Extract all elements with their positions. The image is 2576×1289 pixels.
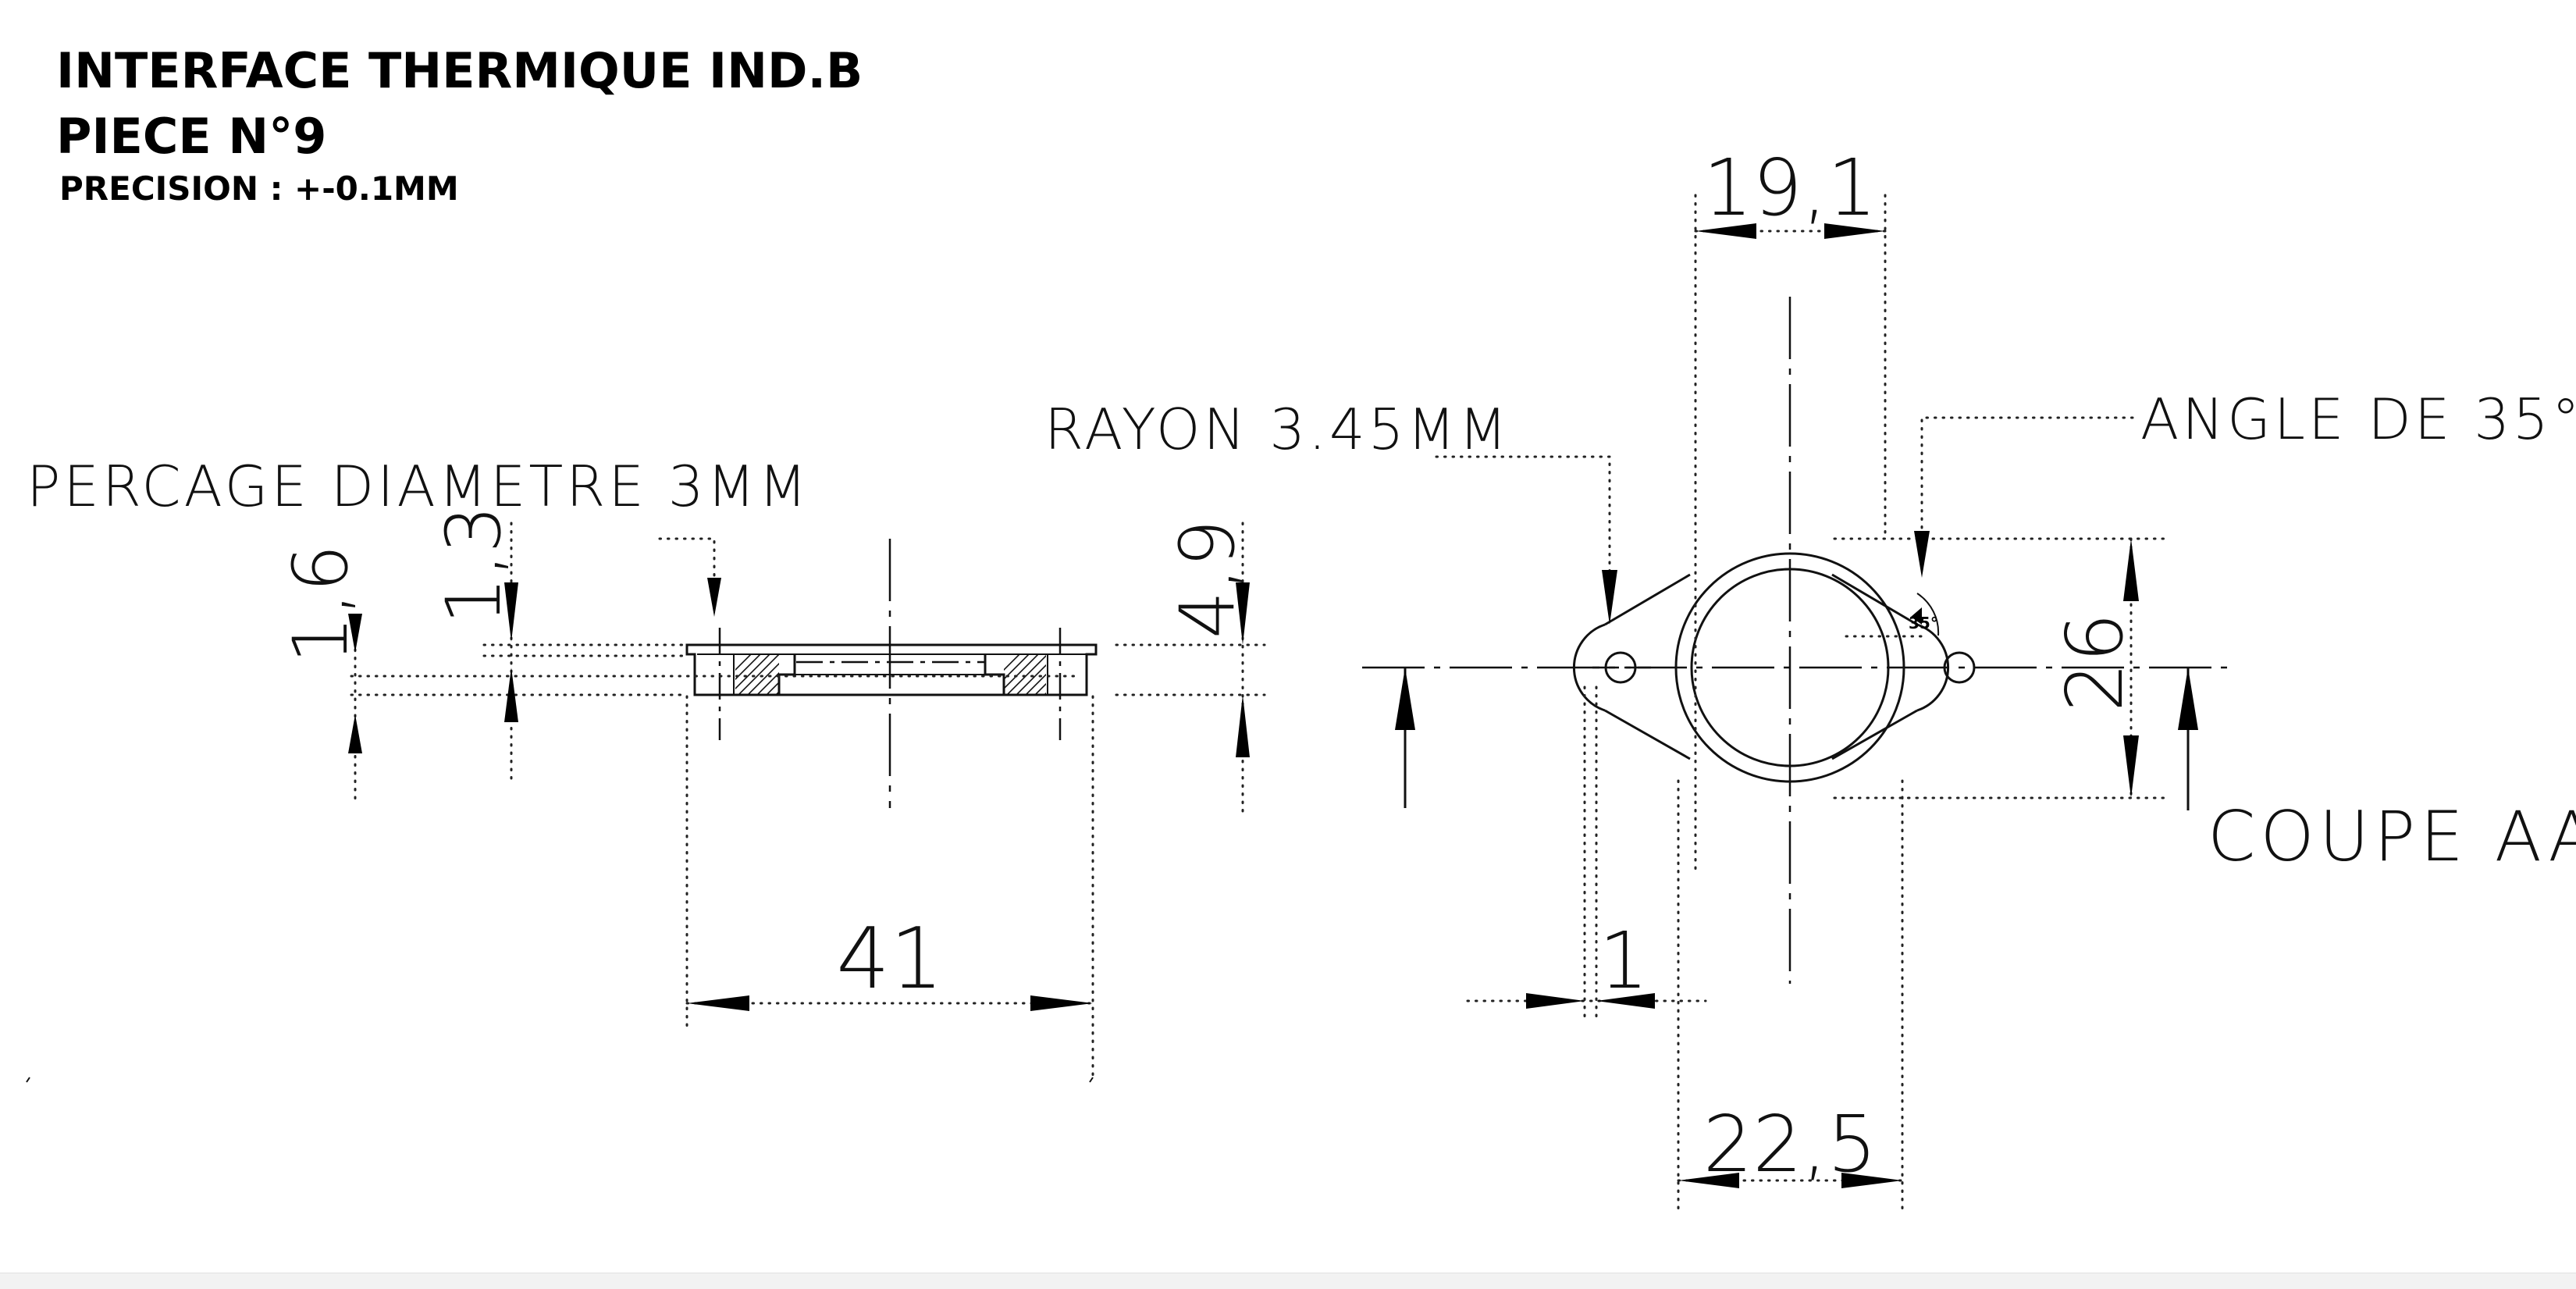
radius-note: RAYON 3.45MM: [1044, 397, 1510, 462]
ext-line-4: [1115, 643, 1266, 696]
arrow-4-9-top: [1236, 582, 1250, 645]
angle-mark-label: 35°: [1909, 614, 1938, 632]
arrow-22-5-right: [1841, 1173, 1902, 1188]
arrow-26-top: [2123, 539, 2139, 601]
arrow-1-6-top: [348, 614, 362, 653]
arrow-1-3-top: [504, 582, 518, 642]
section-outline: [685, 643, 1098, 696]
drilling-note: PERCAGE DIAMETRE 3MM: [27, 454, 810, 519]
leader-drilling: [658, 537, 716, 579]
ext-26: [1833, 537, 2172, 799]
ext-19-1: [1694, 194, 1887, 876]
ext-22-5: [1677, 779, 1904, 1216]
precision-note: PRECISION : +-0.1MM: [59, 169, 459, 208]
angle-arrow-small: [1911, 607, 1922, 625]
arrow-19-1-right: [1824, 223, 1885, 239]
dim-19-1: 19,1: [1703, 142, 1877, 233]
arrow-1-right: [1596, 993, 1655, 1009]
arrow-1-left: [1526, 993, 1585, 1009]
plan-view: COUPE AA 19,1 22,5 26 1 RAYON 3.45MM ANG: [1044, 142, 2576, 1216]
dim-1-6: 1,6: [277, 544, 365, 664]
leader-radius: [1435, 455, 1611, 579]
section-view: 1,6 1,3 4,9 41 PERCAGE DIAMETRE 3MM: [26, 454, 1266, 1083]
arrow-angle: [1914, 531, 1930, 578]
arrow-1-3-bottom: [504, 668, 518, 722]
tick-mark-right: [1089, 1077, 1094, 1083]
ext-1: [1583, 685, 1598, 1024]
arrow-41-left: [687, 995, 749, 1011]
dim-1: 1: [1599, 915, 1649, 1006]
angle-arc: [1916, 593, 1940, 636]
arrow-drilling: [707, 578, 721, 617]
ext-line-2: [482, 643, 688, 657]
tick-mark-left: [26, 1077, 30, 1083]
section-bore: [777, 654, 1005, 695]
section-arrow-right: [2178, 668, 2198, 730]
arrow-1-6-bottom: [348, 714, 362, 753]
hatch-left: [735, 654, 779, 695]
ext-line-5: [685, 695, 1094, 1083]
dim-4-9: 4,9: [1164, 519, 1251, 639]
angle-note: ANGLE DE 35°: [2140, 386, 2576, 452]
dim-26: 26: [2049, 613, 2140, 712]
arrow-radius: [1602, 570, 1617, 625]
part-number: PIECE N°9: [56, 108, 326, 165]
arrow-4-9-bottom: [1236, 695, 1250, 757]
dim-41: 41: [836, 910, 943, 1008]
title-block: INTERFACE THERMIQUE IND.B PIECE N°9 PREC…: [56, 42, 863, 208]
flange-outline: [1604, 573, 1918, 760]
arrow-19-1-left: [1695, 223, 1756, 239]
bottom-bar: [0, 1273, 2576, 1289]
section-label: COUPE AA: [2208, 796, 2576, 877]
leader-angle: [1920, 416, 2134, 532]
dim-1-3: 1,3: [430, 505, 518, 625]
arrow-41-right: [1030, 995, 1093, 1011]
arrow-26-bottom: [2123, 735, 2139, 798]
section-arrow-left: [1395, 668, 1415, 730]
drawing-title: INTERFACE THERMIQUE IND.B: [56, 42, 863, 99]
dim-22-5: 22,5: [1703, 1098, 1877, 1190]
arrow-22-5-left: [1678, 1173, 1739, 1188]
